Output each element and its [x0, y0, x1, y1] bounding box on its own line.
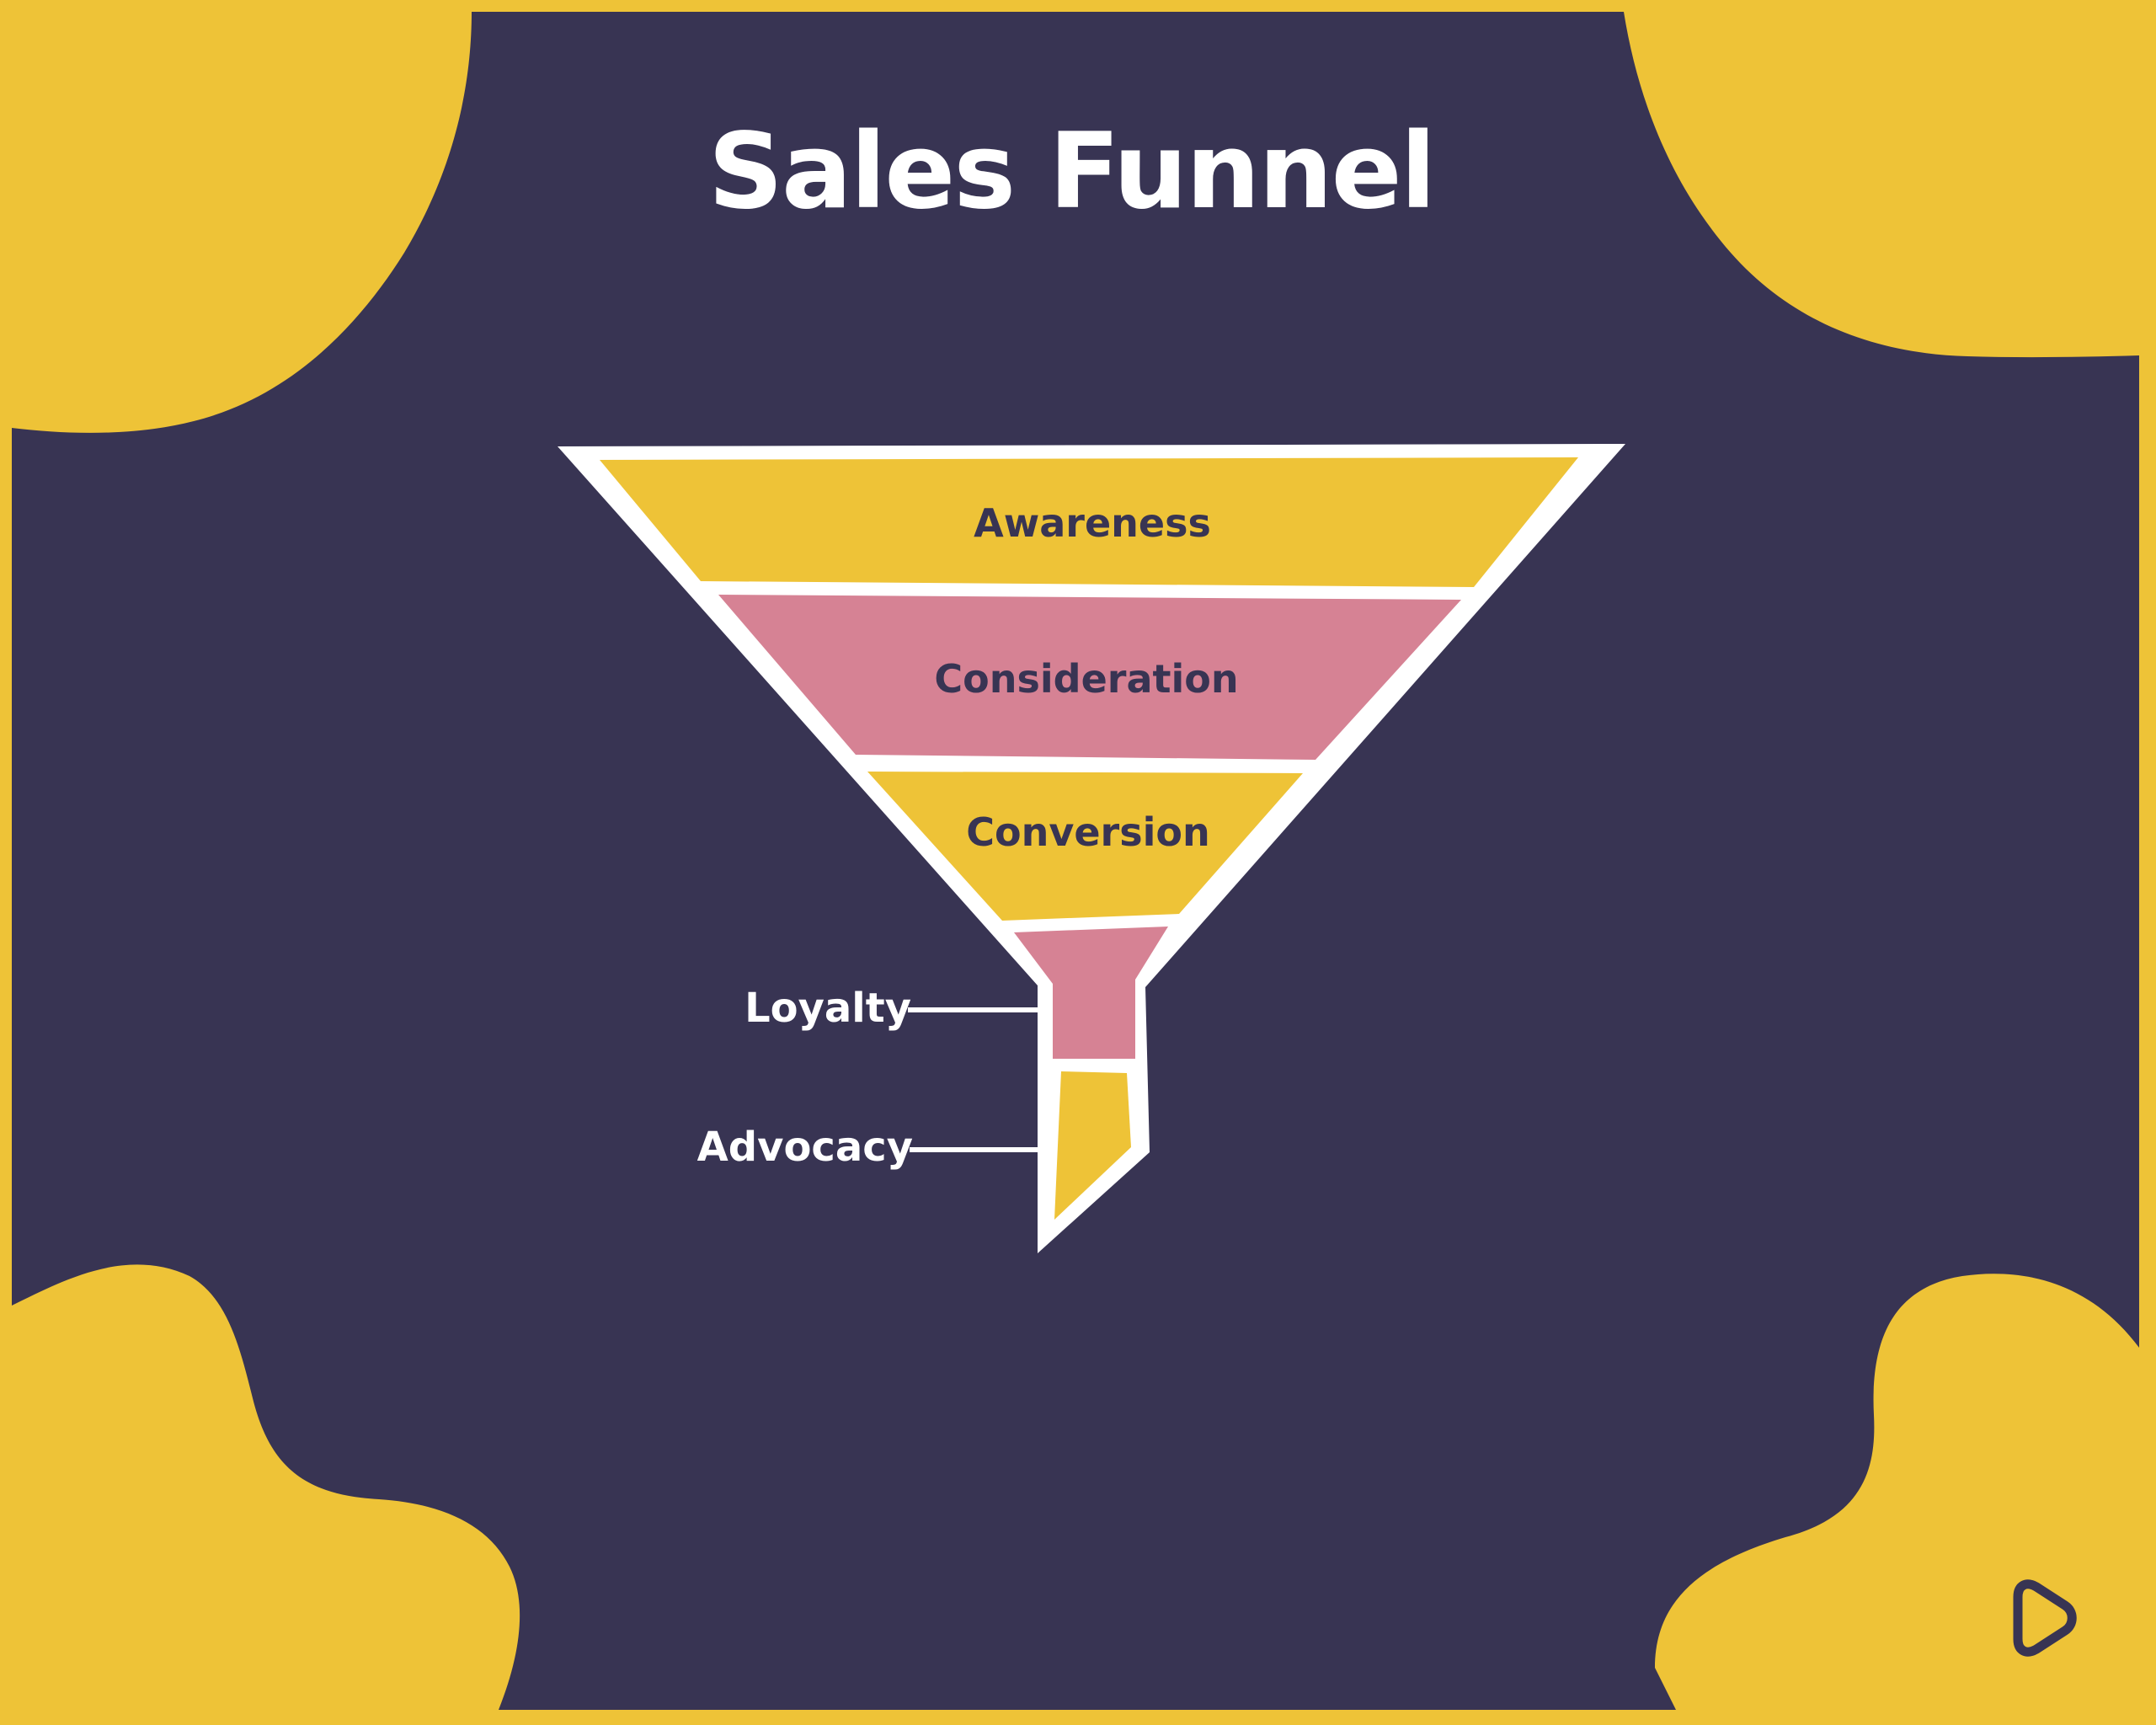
page-title: Sales Funnel	[708, 111, 1435, 232]
funnel-stage-label-advocacy: Advocacy	[697, 1124, 913, 1171]
funnel-stage-consideration	[718, 595, 1461, 760]
funnel-stage-label-conversion: Conversion	[966, 809, 1209, 855]
play-logo-icon	[2013, 1579, 2077, 1657]
funnel-stage-label-consideration: Consideration	[934, 656, 1238, 702]
funnel-stage-conversion	[867, 772, 1303, 921]
funnel-stage-advocacy	[1054, 1071, 1131, 1220]
funnel-stage-label-loyalty: Loyalty	[744, 985, 911, 1032]
funnel-stage-awareness	[600, 457, 1578, 587]
funnel-stage-label-awareness: Awareness	[974, 500, 1211, 546]
funnel-stage-loyalty	[1014, 927, 1168, 1059]
